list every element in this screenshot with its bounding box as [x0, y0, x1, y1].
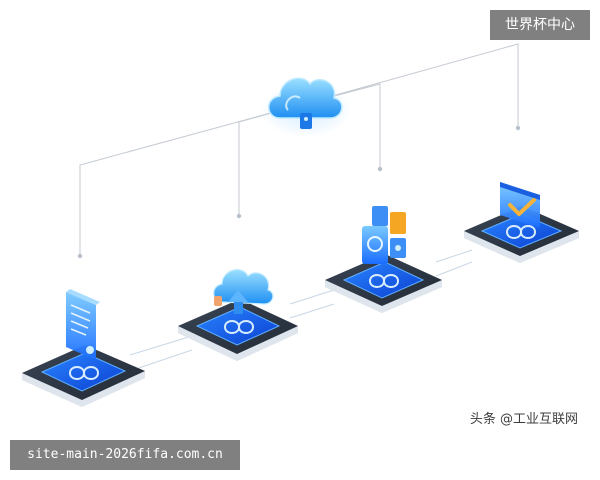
link-line — [289, 303, 335, 319]
app-grid-icon — [362, 206, 406, 264]
platform-node-1 — [22, 289, 145, 407]
top-right-badge: 世界杯中心 — [490, 10, 590, 40]
connector-to-node-1 — [79, 104, 301, 255]
endpoint-dot — [515, 125, 521, 131]
connector-endpoints — [77, 125, 521, 259]
cloud-upload-icon — [213, 268, 274, 314]
link-line — [129, 349, 193, 372]
link-line — [435, 249, 473, 263]
link-line — [289, 289, 335, 305]
platform-logo-icon — [368, 274, 400, 288]
connector-to-node-4 — [299, 43, 519, 127]
hub-connectors — [79, 43, 519, 255]
link-line — [129, 335, 193, 356]
platform-node-3 — [325, 206, 442, 313]
platform-links — [129, 249, 473, 372]
platform-logo-icon — [505, 225, 537, 239]
document-icon — [66, 289, 100, 360]
endpoint-dot — [377, 166, 383, 172]
bottom-left-badge: site-main-2026fifa.com.cn — [10, 440, 240, 470]
cloud-icon — [260, 77, 352, 138]
source-watermark: 头条 @工业互联网 — [469, 412, 578, 427]
endpoint-dot — [236, 213, 242, 219]
platform-logo-icon — [68, 366, 100, 380]
platform-logo-icon — [223, 320, 255, 334]
platform-node-2 — [178, 268, 298, 361]
endpoint-dot — [77, 253, 83, 259]
browser-check-icon — [500, 182, 540, 228]
platform-node-4 — [464, 182, 579, 263]
link-line — [435, 261, 473, 277]
